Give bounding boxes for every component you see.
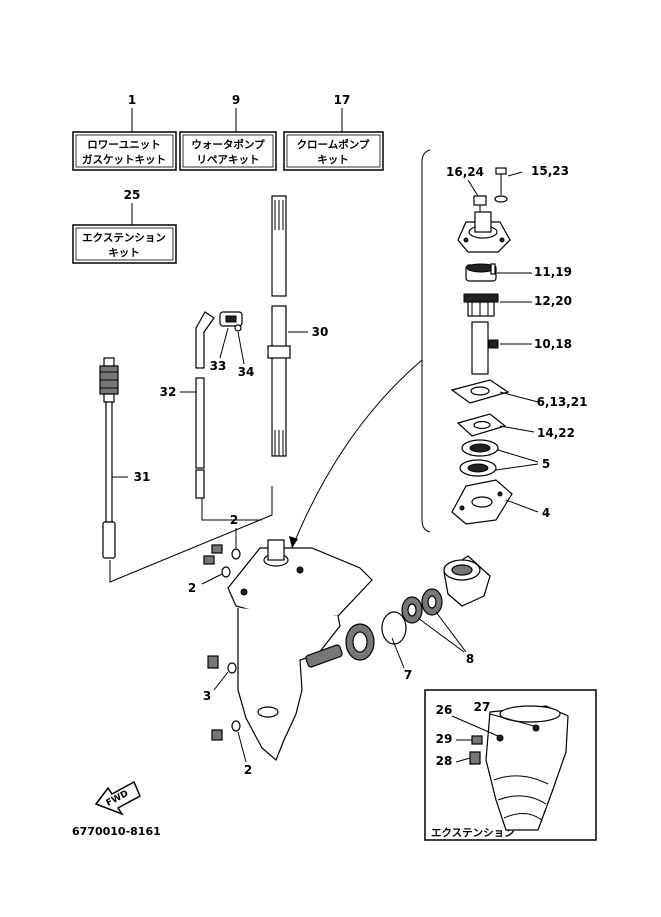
pump-leader-curve	[291, 359, 423, 549]
svg-text:15,23: 15,23	[531, 164, 569, 178]
svg-text:29: 29	[436, 732, 453, 746]
bolt-washer-2-lower: 2	[211, 720, 252, 777]
assembly-guide-lines	[109, 486, 273, 583]
svg-text:25: 25	[124, 188, 141, 202]
pump-gasket-6-13-21: 6,13,21	[450, 379, 588, 409]
pump-insert-cartridge-11-19: 11,19	[465, 263, 572, 282]
svg-text:4: 4	[542, 506, 550, 520]
svg-text:2: 2	[188, 581, 196, 595]
svg-text:キット: キット	[317, 154, 349, 166]
kit-label-extension: 25 エクステンション キット	[72, 188, 177, 264]
propeller-shaft-housing-cap	[443, 555, 491, 607]
pump-bolt-16-24: 16,24	[446, 165, 487, 212]
svg-text:エクステンション: エクステンション	[82, 232, 166, 244]
shift-rod-32: 32	[160, 311, 215, 499]
pump-housing	[457, 211, 511, 253]
svg-text:26: 26	[436, 703, 453, 717]
extension-inset: エクステンション 26 27 29 28	[424, 689, 597, 841]
svg-text:2: 2	[230, 513, 238, 527]
svg-text:34: 34	[238, 365, 255, 379]
fwd-arrow-icon: FWD	[94, 780, 141, 816]
bolt-washer-2-mid: 2	[188, 555, 231, 595]
svg-text:ロワーユニット: ロワーユニット	[87, 139, 161, 151]
svg-text:6,13,21: 6,13,21	[537, 395, 588, 409]
svg-text:28: 28	[436, 754, 453, 768]
bolt-washer-3: 3	[203, 655, 237, 703]
svg-text:17: 17	[334, 93, 351, 107]
exploded-view-bracket	[421, 149, 431, 533]
svg-text:1: 1	[128, 93, 136, 107]
svg-text:キット: キット	[108, 247, 140, 259]
rod-31: 31	[99, 357, 151, 559]
kit-label-water-pump-repair: 9 ウォータポンプ リペアキット	[179, 93, 277, 171]
drive-shaft-30: 30	[267, 195, 329, 457]
pump-screw-15-23: 15,23	[494, 164, 569, 203]
svg-text:ウォータポンプ: ウォータポンプ	[191, 138, 265, 151]
svg-text:2: 2	[244, 763, 252, 777]
svg-text:31: 31	[134, 470, 151, 484]
drawing-number: 6770010-8161	[72, 825, 161, 838]
bolt-washer-2-upper: 2	[211, 513, 241, 560]
svg-text:30: 30	[312, 325, 329, 339]
lower-gasket-4: 4	[451, 479, 550, 525]
svg-text:27: 27	[474, 700, 491, 714]
svg-text:エクステンション: エクステンション	[431, 827, 515, 839]
svg-text:16,24: 16,24	[446, 165, 484, 179]
pump-outer-plate-14-22: 14,22	[456, 413, 575, 440]
shift-rod-clip-33-34: 33 34	[210, 311, 255, 379]
svg-text:7: 7	[404, 668, 412, 682]
lower-case-housing	[227, 539, 373, 762]
o-ring-7-and-bearing: 7	[345, 611, 412, 682]
svg-text:12,20: 12,20	[534, 294, 572, 308]
svg-text:32: 32	[160, 385, 177, 399]
svg-text:5: 5	[542, 457, 550, 471]
svg-text:ガスケットキット: ガスケットキット	[82, 153, 166, 166]
oil-seals-8: 8	[401, 588, 474, 666]
svg-text:リペアキット: リペアキット	[197, 154, 260, 166]
svg-text:33: 33	[210, 359, 227, 373]
pump-leader-arrowhead	[289, 536, 298, 548]
svg-text:10,18: 10,18	[534, 337, 572, 351]
kit-label-lower-unit-gasket: 1 ロワーユニット ガスケットキット	[72, 93, 177, 171]
svg-text:クロームポンプ: クロームポンプ	[297, 138, 370, 151]
svg-text:14,22: 14,22	[537, 426, 575, 440]
pump-impeller-12-20: 12,20	[463, 293, 572, 317]
oil-seals-5: 5	[459, 439, 550, 477]
pump-shaft-key-10-18: 10,18	[471, 321, 572, 375]
svg-text:9: 9	[232, 93, 240, 107]
svg-text:3: 3	[203, 689, 211, 703]
kit-label-chrome-pump: 17 クロームポンプ キット	[283, 93, 384, 171]
svg-text:8: 8	[466, 652, 474, 666]
svg-text:11,19: 11,19	[534, 265, 572, 279]
